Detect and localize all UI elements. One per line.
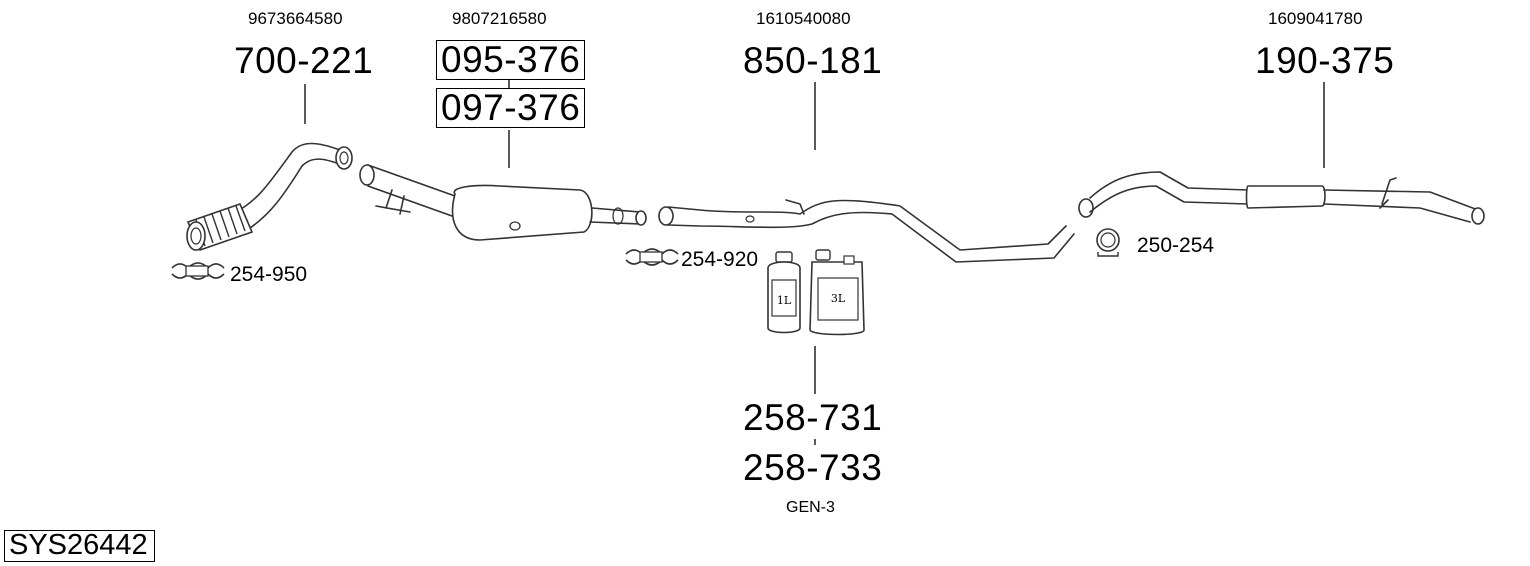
bottle-label-1l: 1L [777,294,792,307]
front-pipe-graphic[interactable] [186,142,353,251]
part-number-front-pipe[interactable]: 700-221 [234,40,374,81]
clamp-1-graphic[interactable] [171,262,225,280]
clamp-2-graphic[interactable] [625,248,679,266]
clamp-label-1[interactable]: 254-950 [230,263,308,286]
part-number-middle-pipe[interactable]: 850-181 [743,40,883,81]
system-code: SYS26442 [4,530,155,562]
rear-silencer-graphic[interactable] [1078,171,1485,225]
additive-bottle-1l-graphic[interactable]: 1L [767,251,801,334]
clamp-label-2[interactable]: 254-920 [681,248,759,271]
oe-number-dpf: 9807216580 [452,9,547,28]
part-number-rear-silencer[interactable]: 190-375 [1255,40,1395,81]
middle-pipe-graphic[interactable] [658,199,1075,263]
part-number-additive-3l[interactable]: 258-733 [743,447,883,488]
part-number-dpf-b[interactable]: 097-376 [436,88,586,128]
additive-bottle-3l-graphic[interactable]: 3L [809,249,865,336]
oe-number-middle-pipe: 1610540080 [756,9,851,28]
dpf-graphic[interactable] [359,164,647,241]
part-number-dpf-a[interactable]: 095-376 [436,40,586,80]
oe-number-rear-silencer: 1609041780 [1268,9,1363,28]
clamp-label-3[interactable]: 250-254 [1137,234,1215,257]
part-number-additive-1l[interactable]: 258-731 [743,397,883,438]
oe-number-front-pipe: 9673664580 [248,9,343,28]
additive-type-label: GEN-3 [786,499,835,516]
bottle-label-3l: 3L [831,292,846,305]
clamp-3-graphic[interactable] [1096,228,1120,257]
